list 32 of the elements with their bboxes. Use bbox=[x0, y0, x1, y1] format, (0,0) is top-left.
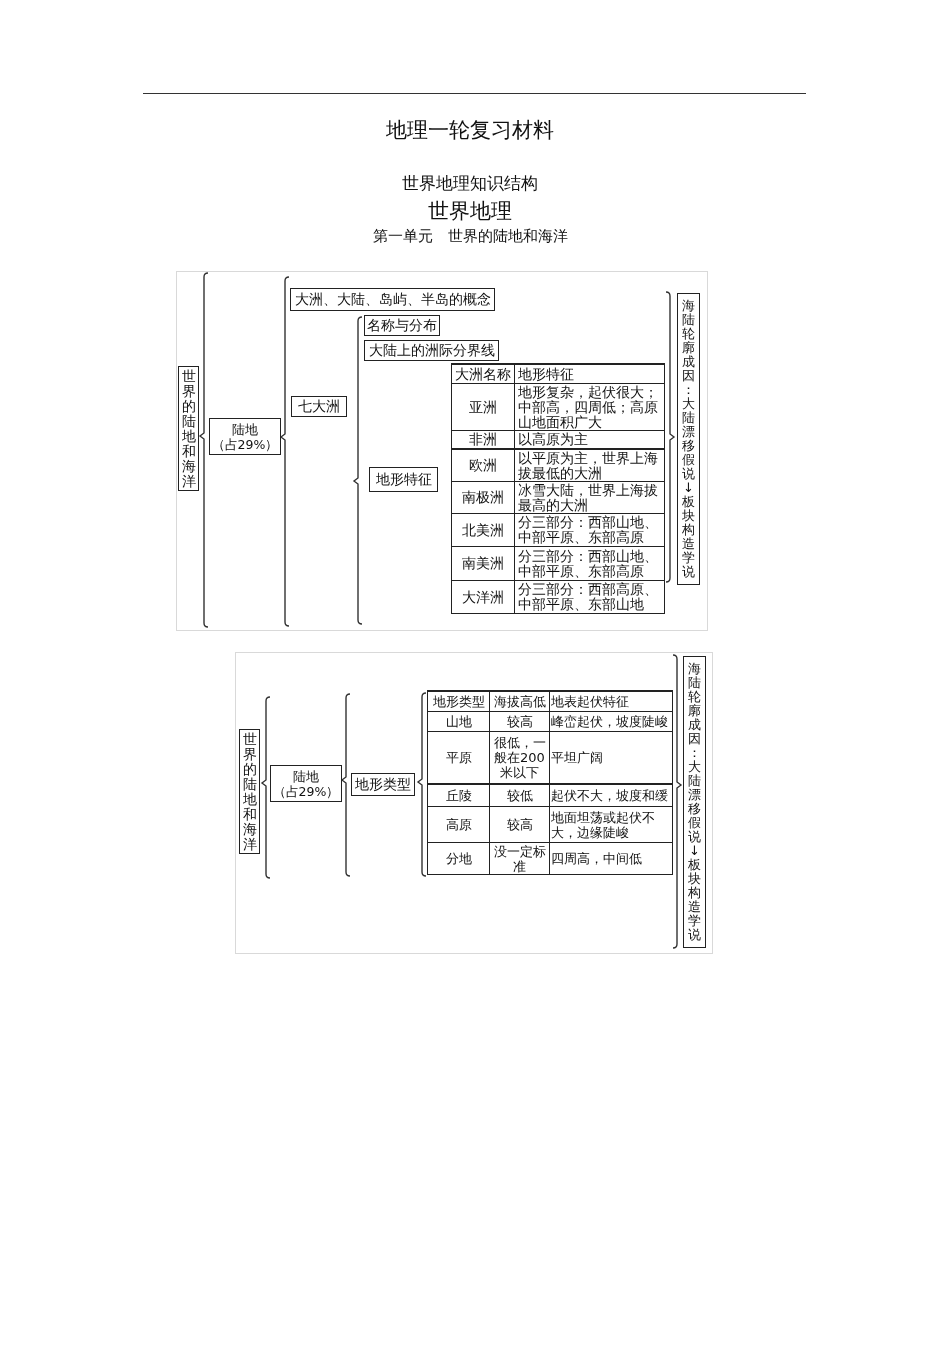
table-cell: 平坦广阔 bbox=[549, 731, 673, 784]
topic-box: 七大洲 bbox=[291, 396, 347, 417]
vertical-note-box: 海陆轮廓成因：大陆漂移假说↓板块构造学说 bbox=[683, 656, 706, 948]
table-cell: 大洋洲 bbox=[451, 580, 515, 614]
table-cell: 以平原为主，世界上海拔最低的大洲 bbox=[514, 448, 665, 482]
vertical-title-box: 世界的陆地和海洋 bbox=[178, 366, 199, 491]
table-cell: 峰峦起伏，坡度陡峻 bbox=[549, 711, 673, 732]
topic-box: 地形特征 bbox=[369, 467, 438, 492]
table-cell: 分三部分：西部高原、中部平原、东部山地 bbox=[514, 580, 665, 614]
table-cell: 没一定标准 bbox=[489, 842, 550, 875]
table-cell: 欧洲 bbox=[451, 448, 515, 482]
table-cell: 分地 bbox=[427, 842, 490, 875]
table-header-cell: 大洲名称 bbox=[451, 363, 515, 384]
topic-box: 陆地（占29%） bbox=[209, 418, 281, 455]
table-cell: 四周高，中间低 bbox=[549, 842, 673, 875]
unit-heading: 第一单元 世界的陆地和海洋 bbox=[372, 227, 568, 245]
topic-box: 地形类型 bbox=[351, 773, 415, 796]
table-header-cell: 地表起伏特征 bbox=[549, 690, 673, 712]
section-heading: 世界地理知识结构 bbox=[402, 174, 538, 195]
table-cell: 地面坦荡或起伏不大，边缘陡峻 bbox=[549, 806, 673, 843]
table-cell: 起伏不大，坡度和缓 bbox=[549, 783, 673, 807]
concept-box: 名称与分布 bbox=[364, 315, 440, 336]
topic-box: 陆地（占29%） bbox=[270, 765, 342, 802]
vertical-title-box: 世界的陆地和海洋 bbox=[239, 729, 260, 854]
concept-box: 大洲、大陆、岛屿、半岛的概念 bbox=[290, 288, 495, 311]
subject-heading: 世界地理 bbox=[428, 199, 512, 225]
page-title: 地理一轮复习材料 bbox=[386, 118, 554, 144]
table-header-cell: 地形类型 bbox=[427, 690, 490, 712]
concept-box: 大陆上的洲际分界线 bbox=[364, 340, 499, 361]
vertical-note-box: 海陆轮廓成因：大陆漂移假说↓板块构造学说 bbox=[677, 293, 700, 585]
table-cell: 丘陵 bbox=[427, 783, 490, 807]
table-header-cell: 地形特征 bbox=[514, 363, 665, 384]
